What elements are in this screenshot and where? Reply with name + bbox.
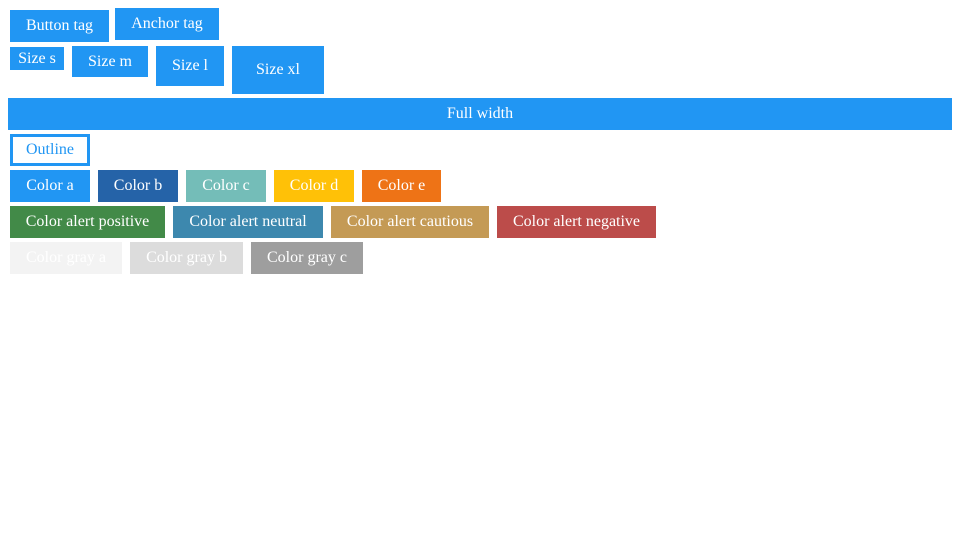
anchor-tag-button[interactable]: Anchor tag	[115, 8, 219, 40]
outline-button[interactable]: Outline	[10, 134, 90, 166]
button-tag-button[interactable]: Button tag	[10, 10, 109, 42]
color-a-button[interactable]: Color a	[10, 170, 90, 202]
color-alert-positive-button[interactable]: Color alert positive	[10, 206, 165, 238]
size-s-button[interactable]: Size s	[10, 47, 64, 70]
color-b-button[interactable]: Color b	[98, 170, 178, 202]
color-e-button[interactable]: Color e	[362, 170, 441, 202]
color-alert-negative-button[interactable]: Color alert negative	[497, 206, 656, 238]
color-gray-a-button[interactable]: Color gray a	[10, 242, 122, 274]
full-width-button[interactable]: Full width	[8, 98, 952, 130]
color-gray-b-button[interactable]: Color gray b	[130, 242, 243, 274]
color-gray-c-button[interactable]: Color gray c	[251, 242, 363, 274]
color-c-button[interactable]: Color c	[186, 170, 266, 202]
color-alert-cautious-button[interactable]: Color alert cautious	[331, 206, 489, 238]
size-m-button[interactable]: Size m	[72, 46, 148, 77]
size-l-button[interactable]: Size l	[156, 46, 224, 86]
color-d-button[interactable]: Color d	[274, 170, 354, 202]
color-alert-neutral-button[interactable]: Color alert neutral	[173, 206, 323, 238]
size-xl-button[interactable]: Size xl	[232, 46, 324, 94]
